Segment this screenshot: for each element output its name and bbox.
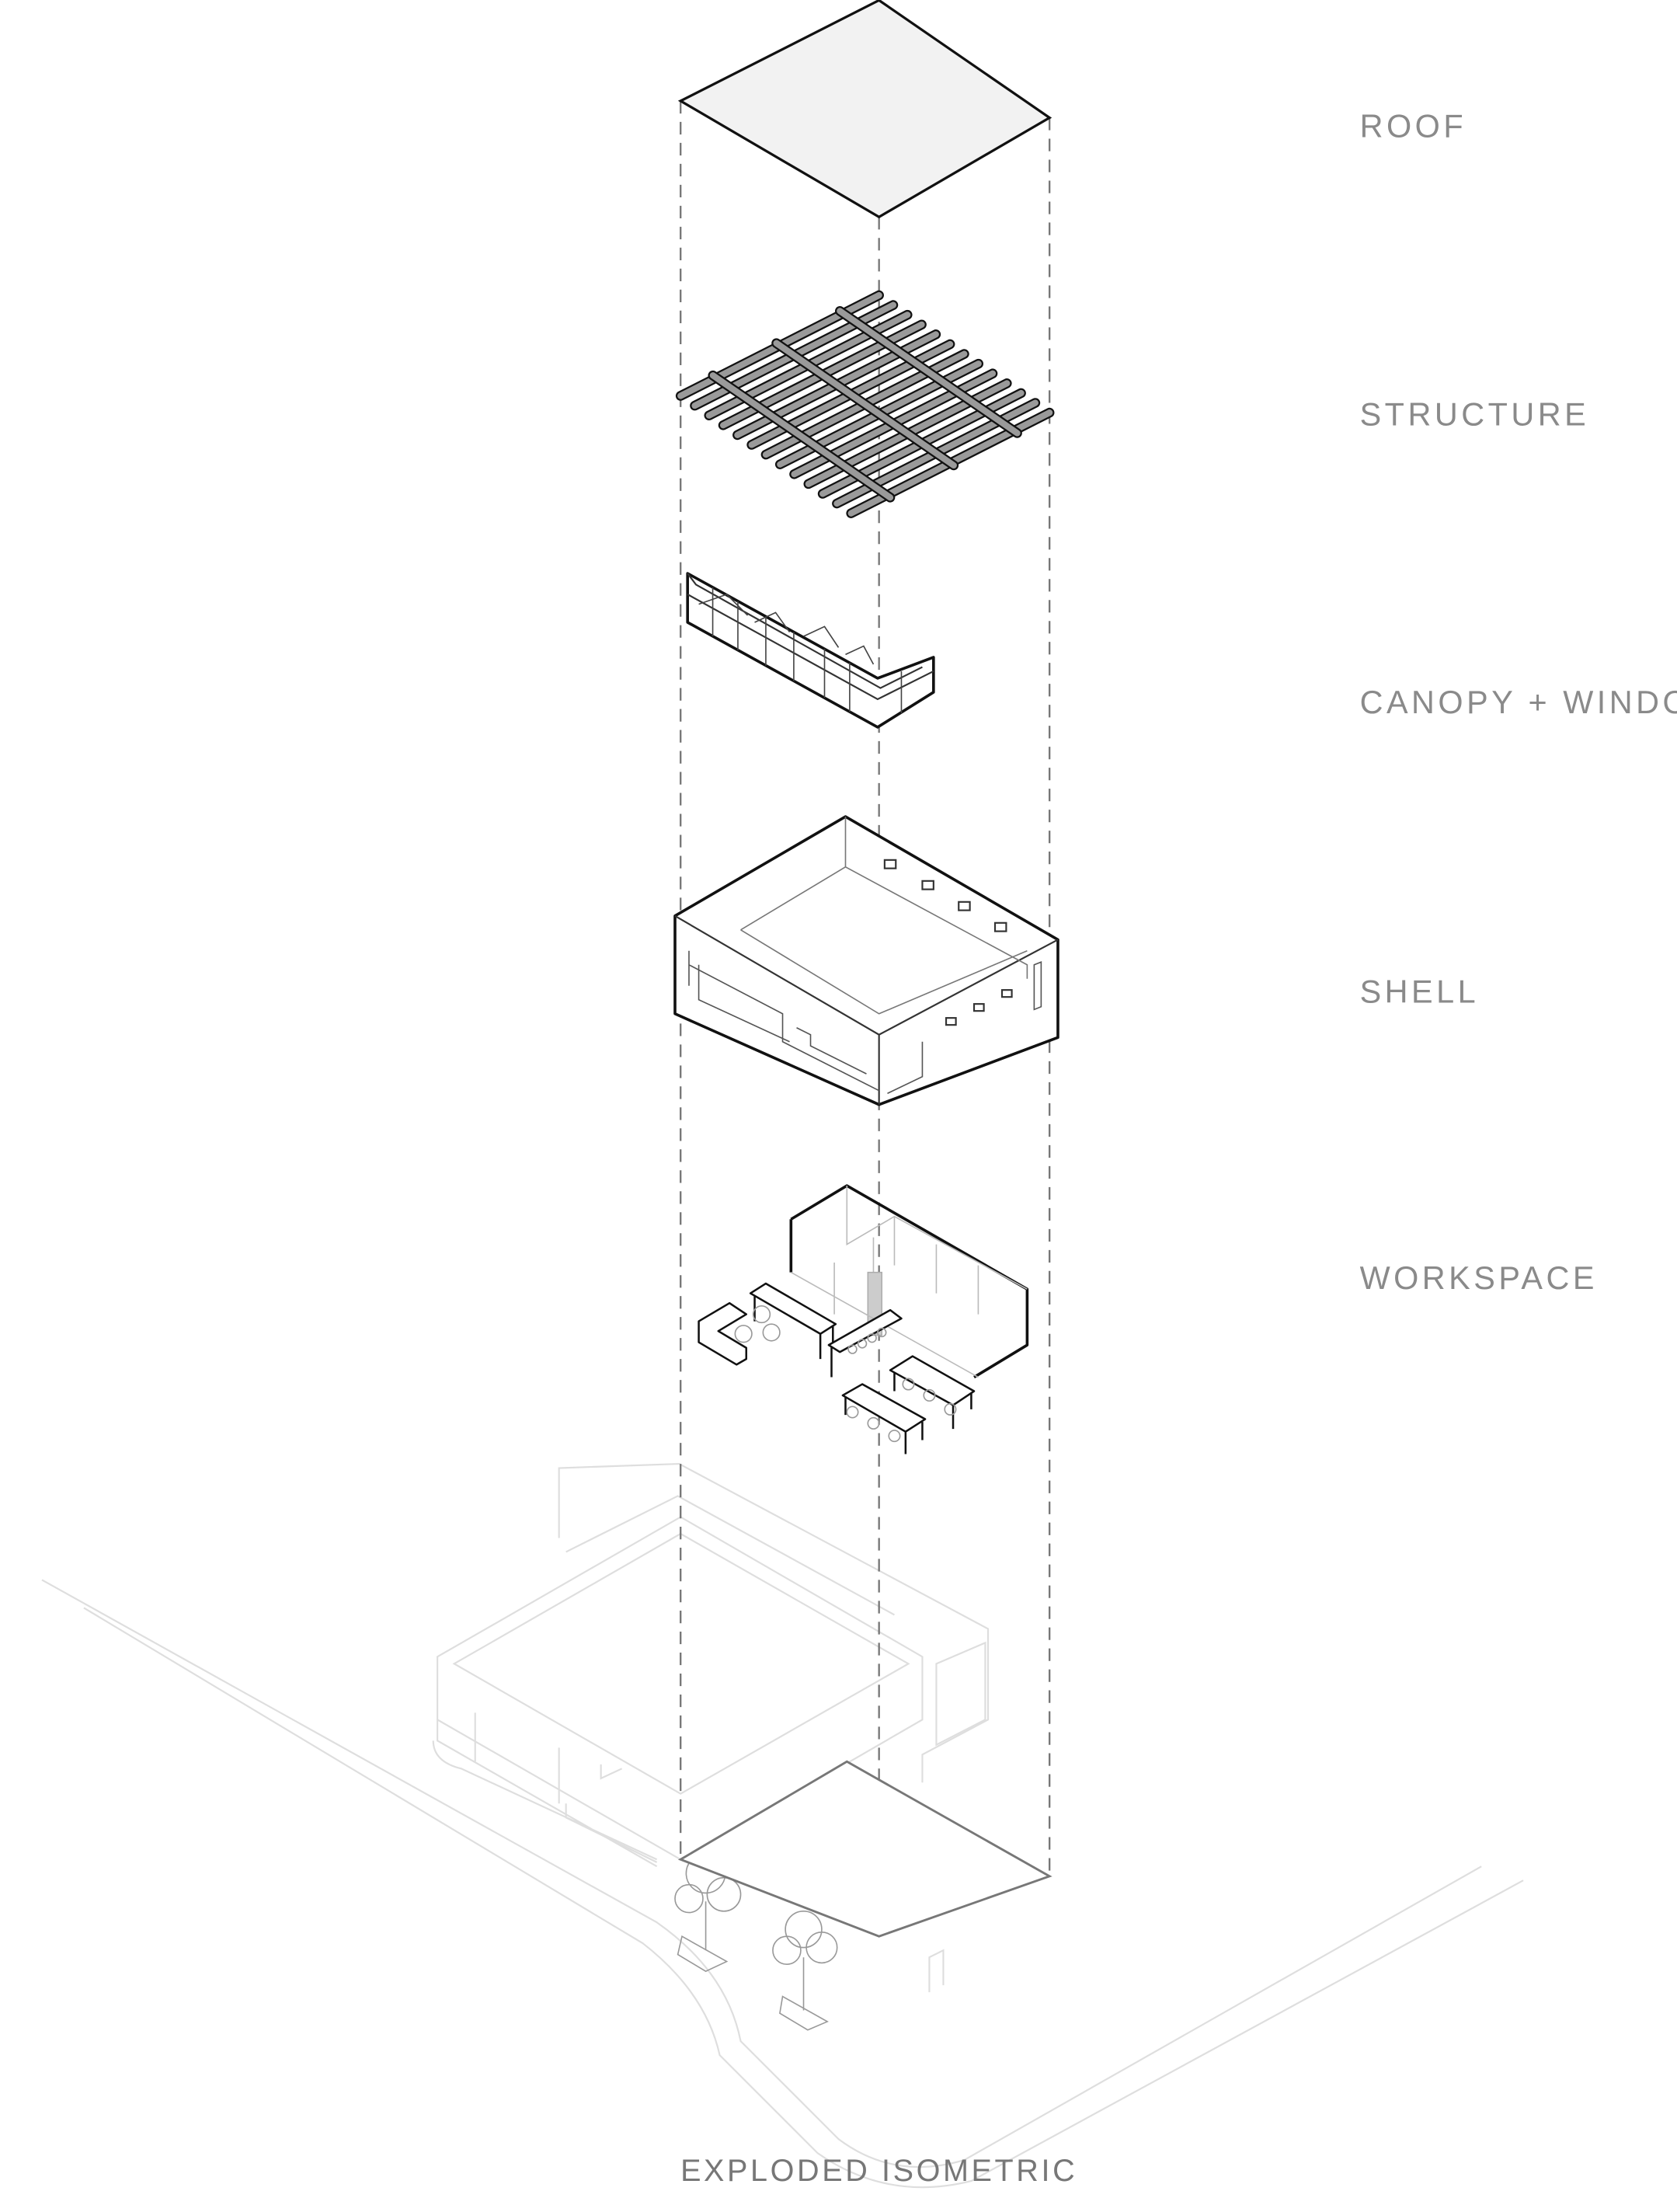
cross-beam — [837, 308, 1021, 437]
tree-icon — [772, 1911, 838, 2031]
desk — [889, 1355, 976, 1430]
label-structure: STRUCTURE — [1360, 396, 1590, 432]
shell-layer — [673, 815, 1059, 1106]
label-roof: ROOF — [1360, 109, 1467, 145]
ground-footprint — [677, 1760, 1052, 1938]
label-workspace: WORKSPACE — [1360, 1260, 1598, 1296]
label-shell: SHELL — [1360, 974, 1480, 1009]
site-context — [41, 1462, 1524, 2189]
desk — [841, 1383, 927, 1454]
counter — [827, 1308, 903, 1378]
sofa — [698, 1301, 748, 1366]
structure-layer — [675, 290, 1055, 518]
desk — [749, 1282, 837, 1360]
workspace-layer — [698, 1184, 1029, 1454]
diagram-title: EXPLODED ISOMETRIC — [680, 2154, 1077, 2188]
window-icons — [883, 859, 1013, 1026]
label-canopy-windows: CANOPY + WINDOWS — [1360, 685, 1677, 720]
cross-beam — [709, 372, 894, 501]
roof-layer — [677, 0, 1052, 219]
cross-beam — [773, 340, 957, 469]
canopy-windows-layer — [686, 572, 935, 729]
layer-labels: ROOF STRUCTURE CANOPY + WINDOWS SHELL WO… — [1360, 109, 1677, 1297]
